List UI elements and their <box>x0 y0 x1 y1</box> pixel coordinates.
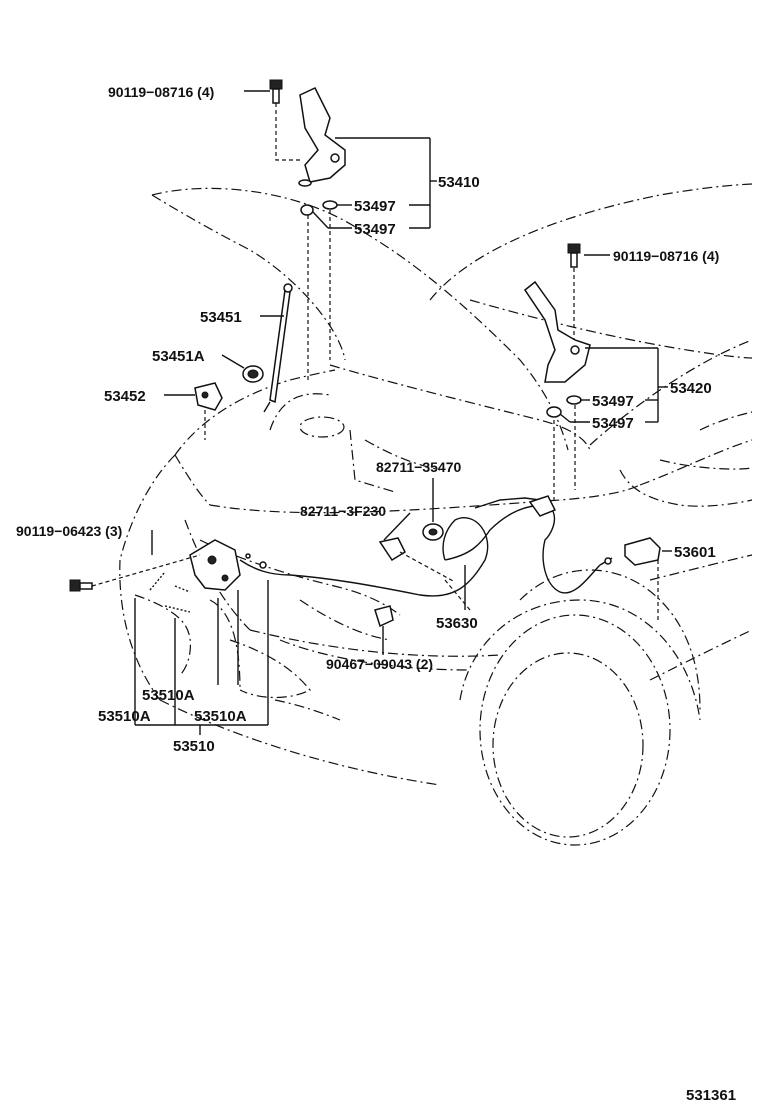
hood-lock-icon <box>189 539 241 591</box>
washer-icon <box>566 395 582 405</box>
bolt-icon <box>567 243 581 268</box>
washer-icon <box>546 406 562 418</box>
car-body-outline <box>119 183 753 846</box>
leader-lines <box>91 90 672 735</box>
washer-icon <box>300 204 314 216</box>
label-release-lever: 53601 <box>674 544 716 561</box>
grommet-icon <box>242 365 264 383</box>
hood-support-rod-icon <box>263 283 293 413</box>
release-lever-icon <box>599 537 661 566</box>
label-holder: 53452 <box>104 388 146 405</box>
label-clamp-1: 82711−35470 <box>376 459 461 475</box>
label-lock-sub-3: 53510A <box>194 708 247 725</box>
label-hinge-right: 53420 <box>670 380 712 397</box>
label-bolt-top-right: 90119−08716 (4) <box>613 248 719 264</box>
figure-number: 531361 <box>686 1087 736 1104</box>
clip-icon <box>374 605 394 640</box>
clamp-icon <box>422 523 444 541</box>
cable-clamp-icon <box>528 495 557 517</box>
right-hinge-icon <box>523 280 591 383</box>
spring-icon <box>149 571 191 613</box>
label-lock-sub-1: 53510A <box>98 708 151 725</box>
label-lock-sub-2: 53510A <box>142 687 195 704</box>
part-labels: 90119−08716 (4) 53410 53497 53497 90119−… <box>16 84 736 1104</box>
washer-icon <box>298 179 312 187</box>
clamp-icon <box>378 537 406 562</box>
left-hinge-icon <box>299 87 346 183</box>
washer-icon <box>322 200 338 210</box>
label-lock-assy: 53510 <box>173 738 215 755</box>
label-grommet: 53451A <box>152 348 205 365</box>
label-cable: 53630 <box>436 615 478 632</box>
label-bolt-top-left: 90119−08716 (4) <box>108 84 214 100</box>
label-bolt-lock: 90119−06423 (3) <box>16 523 122 539</box>
label-washer-c: 53497 <box>592 393 634 410</box>
bolt-icon <box>69 579 93 592</box>
label-washer-a: 53497 <box>354 198 396 215</box>
label-clamp-2: 82711−3F230 <box>300 503 386 519</box>
label-washer-d: 53497 <box>592 415 634 432</box>
label-clip: 90467−09043 (2) <box>326 656 433 672</box>
label-hinge-left: 53410 <box>438 174 480 191</box>
bolt-icon <box>269 79 283 104</box>
support-holder-icon <box>194 382 223 411</box>
release-cable-icon <box>239 504 601 597</box>
label-support-rod: 53451 <box>200 309 242 326</box>
label-washer-b: 53497 <box>354 221 396 238</box>
